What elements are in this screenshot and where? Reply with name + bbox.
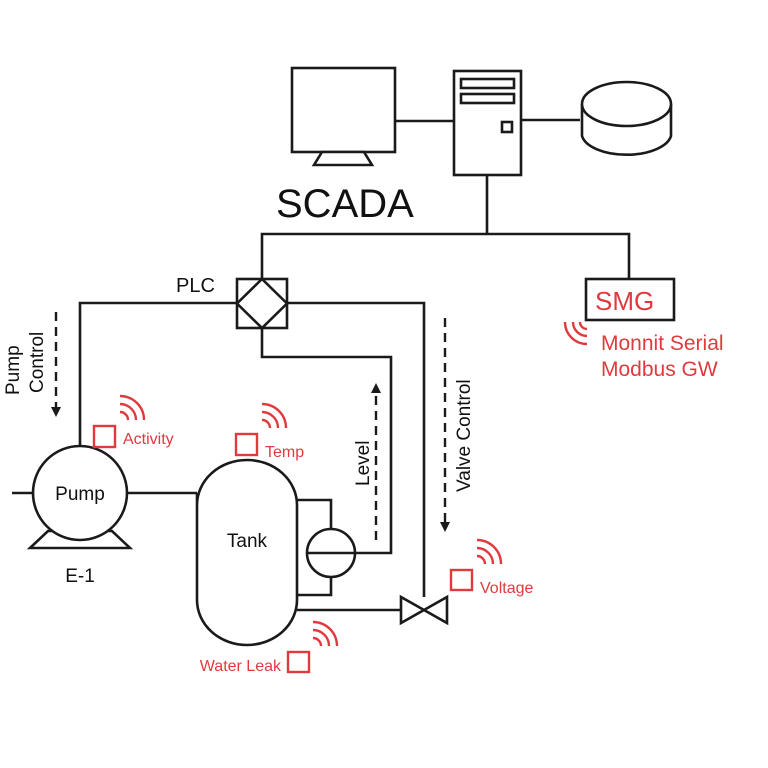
sensor-activity bbox=[92, 394, 146, 449]
tank-icon bbox=[195, 458, 299, 647]
gateway-description-line1: Monnit Serial bbox=[601, 332, 724, 355]
wireless-signal-icon bbox=[261, 402, 288, 429]
level-label: Level bbox=[353, 441, 374, 486]
plc-icon bbox=[235, 277, 289, 330]
plc-label: PLC bbox=[176, 275, 215, 297]
scada-title: SCADA bbox=[276, 182, 414, 226]
pump-label: Pump bbox=[55, 484, 105, 505]
sensor-temp-label: Temp bbox=[265, 444, 304, 461]
wireless-signal-icon bbox=[312, 620, 339, 647]
level-signal-line bbox=[260, 328, 393, 555]
sensor-activity-label: Activity bbox=[123, 431, 174, 448]
server-icon bbox=[452, 69, 523, 177]
sensor-square-icon bbox=[234, 432, 259, 457]
smg-label: SMG bbox=[595, 286, 654, 316]
valve-control-label: Valve Control bbox=[454, 379, 475, 492]
wireless-signal-icon bbox=[119, 394, 146, 421]
network-bus bbox=[260, 232, 631, 279]
tank-label: Tank bbox=[227, 531, 268, 552]
sensor-water-leak-label: Water Leak bbox=[200, 658, 282, 675]
sensor-square-icon bbox=[286, 650, 311, 674]
sensor-voltage-label: Voltage bbox=[480, 580, 533, 597]
pump-tag: E-1 bbox=[65, 566, 95, 587]
sensor-voltage bbox=[449, 538, 503, 592]
sensor-temp bbox=[234, 402, 288, 457]
connection-lines bbox=[12, 118, 631, 612]
pump-control-label-line1: Pump bbox=[3, 345, 24, 395]
gateway-wireless-icon bbox=[563, 321, 588, 346]
gateway-description-line2: Modbus GW bbox=[601, 358, 718, 381]
monitor-icon bbox=[290, 66, 397, 167]
pump-icon bbox=[26, 444, 134, 550]
database-icon bbox=[580, 80, 673, 156]
sensor-water-leak bbox=[286, 620, 339, 674]
gauge-top-pipe bbox=[297, 498, 333, 529]
pump-control-line bbox=[78, 301, 237, 446]
pump-control-label-line2: Control bbox=[27, 332, 48, 393]
valve-control-line bbox=[287, 301, 426, 597]
sensor-square-icon bbox=[92, 424, 117, 449]
sensor-square-icon bbox=[449, 568, 474, 592]
valve-icon bbox=[399, 594, 449, 626]
wireless-signal-icon bbox=[476, 538, 503, 565]
smg-gateway bbox=[584, 277, 676, 322]
gauge-bottom-pipe bbox=[297, 577, 333, 597]
level-gauge-icon bbox=[305, 527, 357, 579]
